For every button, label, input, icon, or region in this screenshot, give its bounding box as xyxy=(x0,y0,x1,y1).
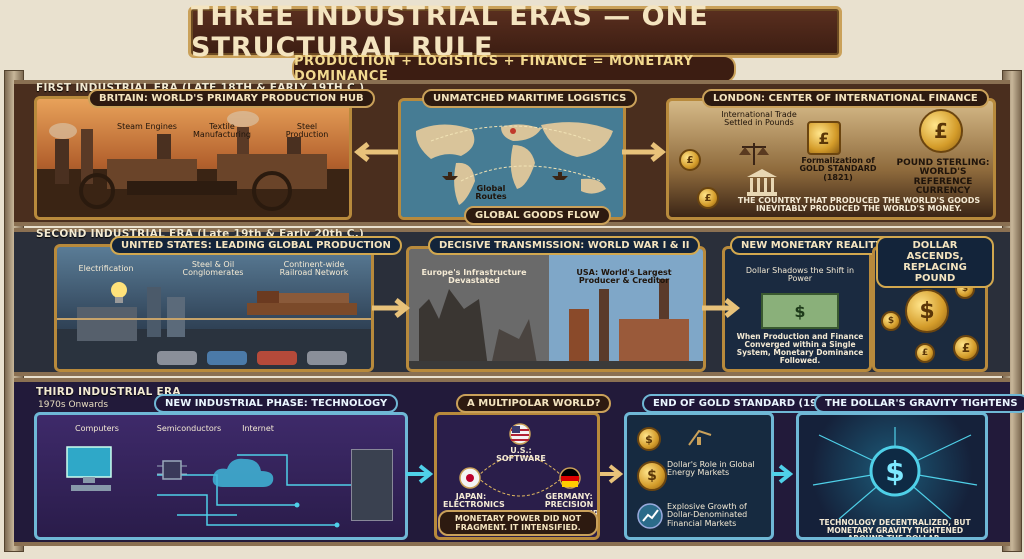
era2-usa-label: USA: World's Largest Producer & Creditor xyxy=(576,268,672,286)
era1-currency-label: POUND STERLING: WORLD'S REFERENCE CURREN… xyxy=(896,158,990,197)
server-rack-icon xyxy=(351,449,393,521)
chip-icon xyxy=(157,460,187,480)
circuit-icon xyxy=(157,454,370,528)
svg-text:$: $ xyxy=(885,455,904,488)
era3-markets-label: Explosive Growth of Dollar-Denominated F… xyxy=(667,502,748,528)
cloud-icon xyxy=(212,458,274,487)
train-icon xyxy=(57,287,371,369)
era3-item-computers: Computers xyxy=(75,424,119,433)
page-title: THREE INDUSTRIAL ERAS — ONE STRUCTURAL R… xyxy=(191,1,709,63)
era3-technology-tag: NEW INDUSTRIAL PHASE: TECHNOLOGY xyxy=(154,394,399,413)
era2-shadow-label: Dollar Shadows the Shift in Power xyxy=(745,266,855,284)
era1-finance-panel: International Trade Settled in Pounds £ … xyxy=(666,98,996,220)
era3-gravity-panel: $ TECHNOLOGY DECENTRALIZED, BUT MONETARY… xyxy=(796,412,988,540)
era2-item-railroad: Continent-wide Railroad Network xyxy=(279,260,349,278)
era1-logistics-tag: UNMATCHED MARITIME LOGISTICS xyxy=(422,89,638,108)
arrow-icon xyxy=(406,464,434,484)
era1-item-steel: Steel Production xyxy=(285,122,329,140)
era1-routes-label: Global Routes xyxy=(475,184,507,202)
era2-ascends-tag: DOLLAR ASCENDS, REPLACING POUND xyxy=(876,236,994,288)
era1-section: FIRST INDUSTRIAL ERA (LATE 18TH & EARLY … xyxy=(14,80,1010,226)
dollar-coin-icon: $ xyxy=(637,427,661,451)
arrow-icon xyxy=(702,298,741,318)
era2-item-electrification: Electrification xyxy=(78,264,134,273)
era2-transmission-panel: Europe's Infrastructure Devastated USA: … xyxy=(406,246,706,372)
ship-icon xyxy=(442,172,458,180)
chart-icon xyxy=(637,503,663,529)
arrow-icon xyxy=(622,142,667,162)
dollar-coin-icon: $ xyxy=(881,311,901,331)
flag-us-icon xyxy=(509,423,531,445)
subtitle-plate: PRODUCTION + LOGISTICS + FINANCE = MONET… xyxy=(292,54,736,84)
era2-monetary-panel: Dollar Shadows the Shift in Power $ When… xyxy=(722,246,872,372)
pound-coin-icon: £ xyxy=(915,343,935,363)
era1-item-textile: Textile Manufacturing xyxy=(193,122,251,140)
computer-icon xyxy=(66,446,112,491)
era3-gold-end-panel: $ $ Dollar's Role in Global Energy Marke… xyxy=(624,412,774,540)
oil-pump-icon xyxy=(688,429,712,446)
lightbulb-icon xyxy=(111,282,127,303)
era1-gold-label: Formalization of GOLD STANDARD (1821) xyxy=(799,156,877,182)
era3-item-semiconductors: Semiconductors xyxy=(156,424,222,433)
era1-finance-tag: LONDON: CENTER OF INTERNATIONAL FINANCE xyxy=(702,89,989,108)
era1-trade-label: International Trade Settled in Pounds xyxy=(721,110,797,128)
era1-production-tag: BRITAIN: WORLD'S PRIMARY PRODUCTION HUB xyxy=(88,89,375,108)
era1-rule: THE COUNTRY THAT PRODUCED THE WORLD'S GO… xyxy=(737,196,981,214)
era3-multipolar-tag: A MULTIPOLAR WORLD? xyxy=(456,394,612,413)
title-plate: THREE INDUSTRIAL ERAS — ONE STRUCTURAL R… xyxy=(188,1,842,63)
era2-europe-label: Europe's Infrastructure Devastated xyxy=(421,268,527,286)
connection-icon xyxy=(476,455,564,497)
era1-flow-tag: GLOBAL GOODS FLOW xyxy=(464,206,611,225)
pound-coin-icon: £ xyxy=(807,121,841,155)
factory-icon xyxy=(37,111,349,217)
arrow-icon xyxy=(372,298,411,318)
era3-japan-label: JAPAN: ELECTRONICS xyxy=(443,492,505,510)
flag-japan-icon xyxy=(459,467,481,489)
world-map-icon xyxy=(401,101,623,217)
era3-sublabel: 1970s Onwards xyxy=(38,400,109,410)
pound-coin-icon: £ xyxy=(919,109,963,153)
era2-production-tag: UNITED STATES: LEADING GLOBAL PRODUCTION xyxy=(110,236,402,255)
era3-gravity-note: TECHNOLOGY DECENTRALIZED, BUT MONETARY G… xyxy=(819,518,971,540)
bank-icon xyxy=(747,169,777,196)
pound-coin-icon: £ xyxy=(697,187,719,209)
era3-section: THIRD INDUSTRIAL ERA 1970s Onwards xyxy=(14,378,1024,546)
war-scene-icon xyxy=(409,249,703,369)
dollar-bill-icon: $ xyxy=(761,293,839,329)
era3-energy-label: Dollar's Role in Global Energy Markets xyxy=(667,460,755,478)
era2-transmission-tag: DECISIVE TRANSMISSION: WORLD WAR I & II xyxy=(428,236,701,255)
era2-production-panel: Electrification Steel & Oil Conglomerate… xyxy=(54,244,374,372)
era2-item-steel-oil: Steel & Oil Conglomerates xyxy=(182,260,244,278)
dollar-hub-icon: $ xyxy=(812,427,978,520)
era2-section: SECOND INDUSTRIAL ERA (Late 19th & Early… xyxy=(14,228,1010,376)
dollar-coin-icon: $ xyxy=(637,461,667,491)
era3-technology-panel: Computers Semiconductors Internet xyxy=(34,412,408,540)
pound-coin-icon: £ xyxy=(953,335,979,361)
era1-item-steam: Steam Engines xyxy=(117,122,177,131)
era2-converge-label: When Production and Finance Converged wi… xyxy=(736,332,864,365)
arrow-icon xyxy=(600,464,624,484)
arrow-icon xyxy=(772,464,794,484)
era1-production-panel: Steam Engines Textile Manufacturing Stee… xyxy=(34,96,352,220)
flag-germany-icon xyxy=(559,467,581,489)
era3-us-label: U.S.: SOFTWARE xyxy=(496,446,546,464)
era3-gold-end-tag: END OF GOLD STANDARD (1971) xyxy=(642,394,847,413)
era3-multipolar-note: MONETARY POWER DID NOT FRAGMENT. IT INTE… xyxy=(438,510,598,536)
ship-icon xyxy=(552,172,568,180)
pound-coin-icon: £ xyxy=(679,149,701,171)
era3-gravity-tag: THE DOLLAR'S GRAVITY TIGHTENS xyxy=(814,394,1024,413)
scale-icon xyxy=(739,143,769,165)
era3-label: THIRD INDUSTRIAL ERA xyxy=(36,386,181,398)
era1-logistics-panel: Global Routes xyxy=(398,98,626,220)
dollar-coin-icon: $ xyxy=(905,289,949,333)
era3-item-internet: Internet xyxy=(242,424,274,433)
arrow-icon xyxy=(353,142,398,162)
era2-monetary-tag: NEW MONETARY REALITY xyxy=(730,236,894,255)
